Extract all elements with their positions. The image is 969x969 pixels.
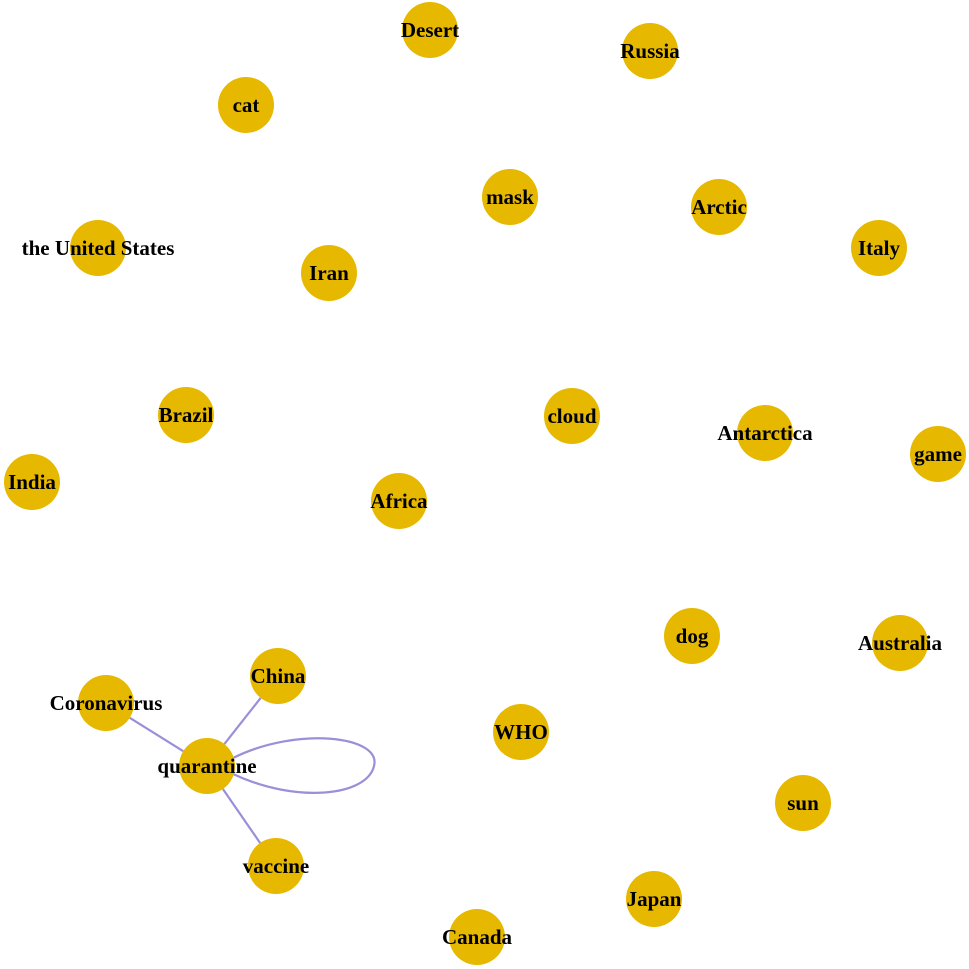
- node-circle-icon[interactable]: [179, 738, 235, 794]
- node-label: vaccine: [243, 854, 309, 878]
- node-circle-icon[interactable]: [70, 220, 126, 276]
- node-the-united-states[interactable]: the United States: [22, 220, 175, 276]
- node-label: Iran: [309, 261, 349, 285]
- edge-quarantine-coronavirus: [129, 716, 184, 753]
- node-label: Brazil: [159, 403, 214, 427]
- node-circle-icon[interactable]: [626, 871, 682, 927]
- node-circle-icon[interactable]: [402, 2, 458, 58]
- node-circle-icon[interactable]: [851, 220, 907, 276]
- node-australia[interactable]: Australia: [858, 615, 943, 671]
- node-label: cloud: [547, 404, 596, 428]
- node-cloud[interactable]: cloud: [544, 388, 600, 444]
- node-label: dog: [676, 624, 709, 648]
- node-label: Australia: [858, 631, 943, 655]
- node-india[interactable]: India: [4, 454, 60, 510]
- node-label: Russia: [620, 39, 680, 63]
- edge-quarantine-quarantine: [232, 737, 376, 794]
- node-circle-icon[interactable]: [482, 169, 538, 225]
- node-circle-icon[interactable]: [664, 608, 720, 664]
- node-label: game: [914, 442, 962, 466]
- node-circle-icon[interactable]: [622, 23, 678, 79]
- node-russia[interactable]: Russia: [620, 23, 680, 79]
- node-circle-icon[interactable]: [371, 473, 427, 529]
- node-circle-icon[interactable]: [775, 775, 831, 831]
- node-circle-icon[interactable]: [250, 648, 306, 704]
- node-label: sun: [787, 791, 819, 815]
- node-japan[interactable]: Japan: [626, 871, 682, 927]
- node-circle-icon[interactable]: [218, 77, 274, 133]
- node-circle-icon[interactable]: [4, 454, 60, 510]
- node-arctic[interactable]: Arctic: [691, 179, 747, 235]
- node-iran[interactable]: Iran: [301, 245, 357, 301]
- node-coronavirus[interactable]: Coronavirus: [50, 675, 163, 731]
- node-label: Canada: [442, 925, 513, 949]
- node-circle-icon[interactable]: [158, 387, 214, 443]
- node-brazil[interactable]: Brazil: [158, 387, 214, 443]
- node-circle-icon[interactable]: [248, 838, 304, 894]
- node-quarantine[interactable]: quarantine: [157, 738, 257, 794]
- node-circle-icon[interactable]: [691, 179, 747, 235]
- node-circle-icon[interactable]: [301, 245, 357, 301]
- node-label: the United States: [22, 236, 175, 260]
- node-label: China: [251, 664, 306, 688]
- node-desert[interactable]: Desert: [401, 2, 459, 58]
- node-label: Coronavirus: [50, 691, 163, 715]
- node-circle-icon[interactable]: [449, 909, 505, 965]
- node-label: Arctic: [691, 195, 747, 219]
- node-sun[interactable]: sun: [775, 775, 831, 831]
- node-cat[interactable]: cat: [218, 77, 274, 133]
- node-mask[interactable]: mask: [482, 169, 538, 225]
- node-antarctica[interactable]: Antarctica: [717, 405, 813, 461]
- node-italy[interactable]: Italy: [851, 220, 907, 276]
- node-circle-icon[interactable]: [78, 675, 134, 731]
- node-china[interactable]: China: [250, 648, 306, 704]
- node-who[interactable]: WHO: [493, 704, 549, 760]
- node-label: Desert: [401, 18, 459, 42]
- node-label: WHO: [494, 720, 548, 744]
- node-circle-icon[interactable]: [544, 388, 600, 444]
- node-africa[interactable]: Africa: [370, 473, 428, 529]
- node-label: mask: [486, 185, 534, 209]
- node-game[interactable]: game: [910, 426, 966, 482]
- node-vaccine[interactable]: vaccine: [243, 838, 309, 894]
- node-label: cat: [233, 93, 260, 117]
- node-label: quarantine: [157, 754, 256, 778]
- node-dog[interactable]: dog: [664, 608, 720, 664]
- node-label: Japan: [627, 887, 682, 911]
- node-canada[interactable]: Canada: [442, 909, 513, 965]
- node-circle-icon[interactable]: [872, 615, 928, 671]
- node-label: Africa: [370, 489, 428, 513]
- node-circle-icon[interactable]: [910, 426, 966, 482]
- node-label: India: [8, 470, 56, 494]
- edge-quarantine-vaccine: [221, 788, 262, 844]
- node-label: Italy: [858, 236, 901, 260]
- node-circle-icon[interactable]: [737, 405, 793, 461]
- node-circle-icon[interactable]: [493, 704, 549, 760]
- edge-quarantine-china: [223, 697, 262, 745]
- edges-layer: [129, 697, 376, 844]
- node-label: Antarctica: [717, 421, 813, 445]
